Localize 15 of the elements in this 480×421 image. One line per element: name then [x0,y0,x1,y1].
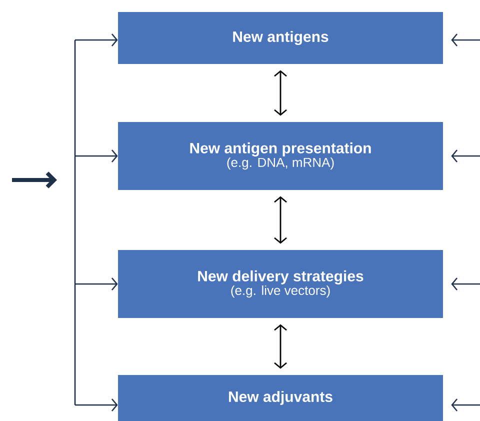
double-arrow [274,324,287,369]
arrow [75,398,118,412]
process-box: New delivery strategies (e.g. live vectors) [118,250,443,318]
process-box: New adjuvants [118,375,443,421]
arrow [451,278,480,290]
arrow [451,398,480,412]
process-box: New antigens [118,12,443,64]
arrow [75,34,118,46]
process-box: New antigen presentation (e.g. DNA, mRNA) [118,122,443,190]
double-arrow [274,196,287,244]
arrow [451,34,480,46]
arrow [75,278,118,290]
arrow [451,150,480,162]
arrow [75,150,118,162]
double-arrow [274,70,287,116]
